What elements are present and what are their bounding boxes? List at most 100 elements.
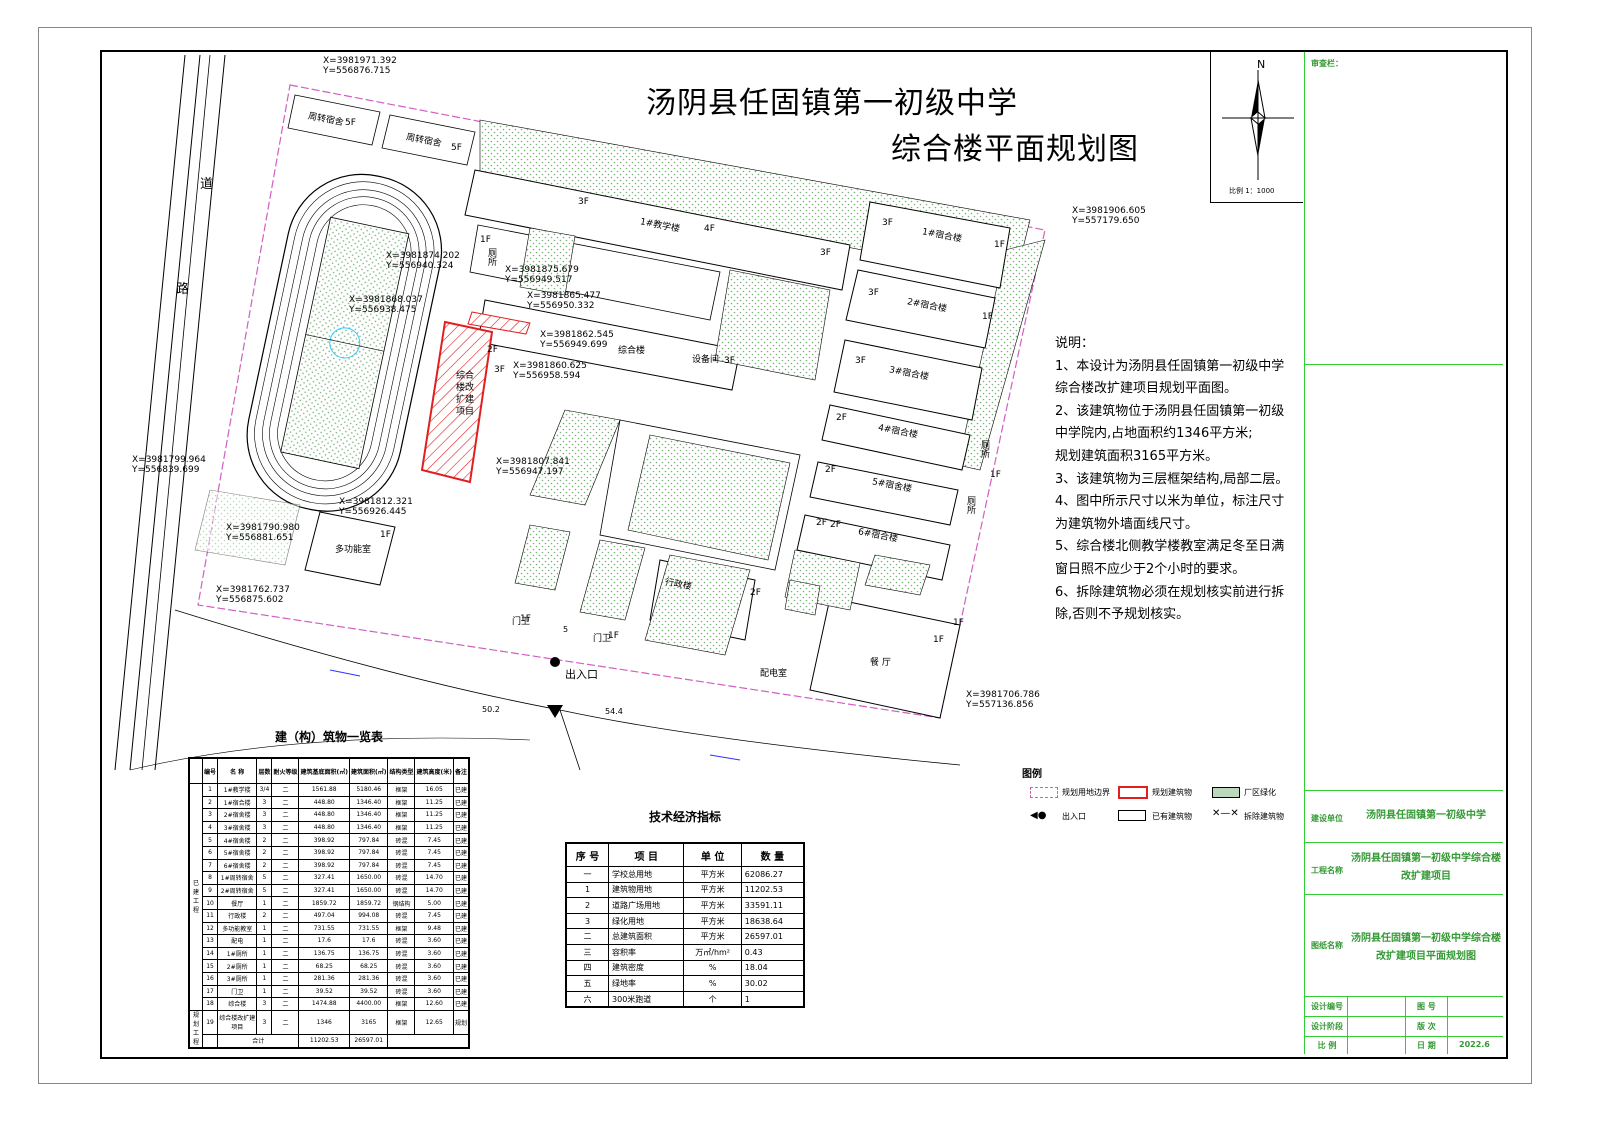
table-cell: 3 [256,997,273,1011]
table-cell: 448.80 [298,808,350,822]
table-cell: 7.45 [414,908,454,923]
table-cell: 建筑密度 [608,959,685,977]
table-cell: 10 [201,896,219,910]
table-cell: 11202.53 [298,1033,350,1049]
table-cell: 二 [271,883,300,898]
col-header: 备注 [452,757,470,784]
table-cell: 餐厅 [217,896,258,910]
table-cell: 17 [201,984,219,999]
table-cell: 5180.46 [348,783,389,797]
review-label: 审查栏： [1311,59,1343,68]
table-cell: 二 [271,833,300,847]
table-cell: 4400.00 [348,997,389,1011]
entrance-icon: ◀● [1030,810,1047,821]
table-cell: 砖混 [387,845,416,860]
table-cell: 建筑物用地 [608,881,685,899]
table-cell: 12.60 [414,997,454,1011]
table-cell: 1 [256,896,273,910]
table-cell: 学校总用地 [608,866,685,883]
table-cell: 二 [271,984,300,999]
table-cell: 3 [256,820,273,835]
table-cell: 1 [256,971,273,986]
table-cell: 框架 [387,921,416,936]
table-cell: 配电 [217,934,258,948]
table-cell: 综合楼改扩建项目 [217,1009,258,1035]
table-cell: 12.65 [414,1009,454,1035]
table-cell: 2 [256,858,273,873]
table-cell: 18 [201,997,219,1011]
notes-heading: 说明： [1055,336,1095,351]
site-plan [114,54,1046,771]
floor-tag: 5F [345,118,356,128]
road-label-2: 路 [176,282,190,297]
divider [1405,996,1406,1054]
table-cell: 8 [201,871,219,885]
client-cell: 建设单位 汤阴县任固镇第一初级中学 [1305,790,1503,843]
table-row: 四建筑密度%18.04 [565,959,805,977]
table-cell: 3.60 [414,934,454,948]
table-cell: 砖混 [387,971,416,986]
col-header: 编号 [201,757,219,784]
table-cell: 11202.53 [740,881,805,899]
floor-tag: 1F [982,312,993,322]
floor-tag: 2F [836,413,847,423]
table-cell: 11 [201,908,219,923]
table-cell: 1650.00 [348,883,389,898]
table-cell: 多功能教室 [217,921,258,936]
table-cell: 13 [201,934,219,948]
label-multi: 多功能室 [335,545,372,555]
floor-tag: 2F [816,518,827,528]
table-cell: 3 [201,808,219,822]
col-header: 项 目 [608,842,685,867]
table-cell: 已建 [452,908,470,923]
drawing-title-line2: 综合楼平面规划图 [891,132,1139,167]
table-cell: 448.80 [298,795,350,810]
table-cell: 总建筑面积 [608,928,685,945]
table-cell: 钢结构 [387,896,416,910]
table-cell: 已建 [452,984,470,999]
table-cell: 已建 [452,795,470,810]
table-cell: 已建 [452,921,470,936]
floor-tag: 1F [608,631,619,641]
stage-cell: 设计阶段 版 次 [1305,1016,1503,1037]
table-cell: 3 [256,808,273,822]
table-cell: 3.60 [414,946,454,961]
col-header: 名 称 [217,757,258,784]
label-canteen: 餐 厅 [870,658,891,668]
table-cell: 合计 [217,1033,300,1049]
table-cell: 砖混 [387,959,416,973]
table-cell: 砖混 [387,883,416,898]
table-cell: 4 [201,820,219,835]
table-cell: 16 [201,971,219,986]
table-cell: 6 [201,845,219,860]
table-cell: 1#厕所 [217,946,258,961]
divider [1347,996,1348,1054]
table-cell: 门卫 [217,984,258,999]
table-cell: 二 [271,820,300,835]
table-cell: 62086.27 [740,866,805,883]
table-cell: 1#教学楼 [217,783,258,797]
elev-1: 50.2 [482,705,500,714]
table-cell: 11.25 [414,795,454,810]
floor-tag: 2F [830,520,841,530]
table-cell: 二 [271,997,300,1011]
table-cell: 三 [565,943,610,961]
table-cell: 5 [256,871,273,885]
boundary-swatch [1030,787,1058,798]
table-cell: 砖混 [387,833,416,847]
table-cell: 9.48 [414,921,454,936]
table-cell: 11.25 [414,808,454,822]
table-cell: 框架 [387,1009,416,1035]
table-cell: 398.92 [298,833,350,847]
table-cell: 四 [565,959,610,977]
